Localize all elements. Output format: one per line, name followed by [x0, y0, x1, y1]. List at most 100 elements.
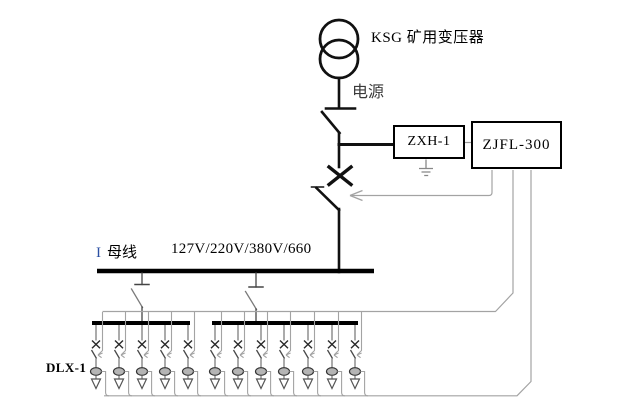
feeder-branch — [277, 312, 298, 397]
control-hook-arrow-icon — [189, 312, 196, 359]
branch-breaker-x-icon — [256, 339, 266, 349]
sensor-return-line — [147, 370, 156, 397]
feeder-branches — [89, 312, 369, 397]
outlet-arrow-icon — [90, 378, 102, 390]
outlet-arrow-icon — [278, 378, 290, 390]
contactor-blade-icon — [232, 349, 240, 359]
feeder-branch — [135, 312, 156, 397]
control-hook-arrow-icon — [216, 312, 223, 359]
outlet-arrow-icon — [159, 378, 171, 390]
contactor-blade-icon — [182, 349, 190, 359]
control-hook-arrow-icon — [333, 312, 340, 359]
control-hook-arrow-icon — [239, 312, 246, 359]
transformer-label: KSG 矿用变压器 — [371, 30, 485, 46]
left-feed-switch — [130, 272, 150, 323]
feeder-branch — [112, 312, 133, 397]
leakage-sensor-icon — [158, 367, 172, 376]
busbar-word: 母线 — [107, 245, 138, 261]
outlet-arrow-icon — [255, 378, 267, 390]
sensor-return-line — [266, 370, 275, 397]
ground-icon — [419, 159, 433, 177]
zjfl-device-label: ZJFL-300 — [482, 136, 551, 153]
outlet-arrow-icon — [113, 378, 125, 390]
contactor-blade-icon — [278, 349, 286, 359]
branch-breaker-x-icon — [279, 339, 289, 349]
leakage-sensor-icon — [348, 367, 362, 376]
branch-breaker-x-icon — [114, 339, 124, 349]
breaker-trip-line — [350, 170, 493, 197]
sensor-return-bus-line — [104, 170, 532, 397]
outlet-arrow-icon — [209, 378, 221, 390]
feeder-branch — [348, 312, 369, 397]
control-hook-arrow-icon — [120, 312, 127, 359]
contactor-blade-icon — [302, 349, 310, 359]
control-bus-line — [102, 170, 514, 313]
leakage-sensor-icon — [181, 367, 195, 376]
sensor-return-line — [101, 370, 110, 397]
feeder-branch — [158, 312, 179, 397]
leakage-sensor-icon — [301, 367, 315, 376]
sensor-return-line — [170, 370, 179, 397]
branch-breaker-x-icon — [91, 339, 101, 349]
sensor-return-line — [124, 370, 133, 397]
outlet-arrow-icon — [349, 378, 361, 390]
main-feeder-line — [310, 76, 395, 274]
contactor-blade-icon — [113, 349, 121, 359]
sensor-return-line — [243, 370, 252, 397]
zxh-device-label: ZXH-1 — [407, 134, 451, 149]
feeder-branch — [208, 312, 229, 397]
branch-breaker-x-icon — [303, 339, 313, 349]
contactor-blade-icon — [159, 349, 167, 359]
contactor-blade-icon — [136, 349, 144, 359]
control-hook-arrow-icon — [166, 312, 173, 359]
sensor-return-line — [360, 370, 369, 397]
outlet-arrow-icon — [182, 378, 194, 390]
sensor-return-line — [337, 370, 346, 397]
branch-breaker-x-icon — [210, 339, 220, 349]
breaker-x-icon — [326, 164, 354, 187]
outlet-arrow-icon — [232, 378, 244, 390]
feeder-branch — [254, 312, 275, 397]
transformer-icon — [318, 18, 360, 80]
switch-blade-icon — [130, 288, 144, 309]
switch-blade-icon — [244, 290, 258, 311]
outlet-arrow-icon — [136, 378, 148, 390]
leakage-sensor-icon — [89, 367, 103, 376]
right-feed-switch — [244, 272, 264, 323]
feeder-branch — [231, 312, 252, 397]
leakage-sensor-icon — [254, 367, 268, 376]
leakage-sensor-icon — [135, 367, 149, 376]
contactor-blade-icon — [209, 349, 217, 359]
contactor-blade-icon — [349, 349, 357, 359]
leakage-sensor-icon — [112, 367, 126, 376]
zxh-device-box: ZXH-1 — [393, 125, 465, 159]
leakage-sensor-icon — [231, 367, 245, 376]
feeder-branch — [181, 312, 202, 397]
feeder-branch — [325, 312, 346, 397]
sensor-return-line — [193, 370, 202, 397]
leakage-sensor-icon — [325, 367, 339, 376]
feeder-branch — [301, 312, 322, 397]
contactor-blade-icon — [255, 349, 263, 359]
control-hook-arrow-icon — [262, 312, 269, 359]
branch-breaker-x-icon — [350, 339, 360, 349]
outlet-arrow-icon — [302, 378, 314, 390]
feeder-branch — [89, 312, 110, 397]
contactor-blade-icon — [326, 349, 334, 359]
outlet-arrow-icon — [326, 378, 338, 390]
leakage-sensor-icon — [277, 367, 291, 376]
zjfl-device-box: ZJFL-300 — [471, 121, 562, 169]
control-hook-arrow-icon — [285, 312, 292, 359]
branch-breaker-x-icon — [327, 339, 337, 349]
branch-breaker-x-icon — [160, 339, 170, 349]
control-hook-arrow-icon — [356, 312, 363, 359]
busbar-voltage-label: 127V/220V/380V/660 — [171, 241, 312, 257]
contactor-blade-icon — [90, 349, 98, 359]
feeder-switch-icon — [314, 186, 341, 212]
control-hook-arrow-icon — [97, 312, 104, 359]
sensor-return-line — [289, 370, 298, 397]
sensor-return-line — [313, 370, 322, 397]
